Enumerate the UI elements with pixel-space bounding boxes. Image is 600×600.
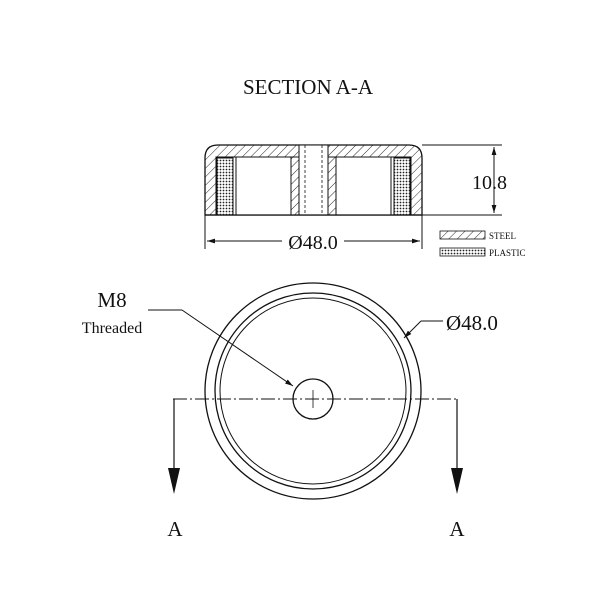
thread-callout: M8 Threaded — [82, 288, 294, 387]
section-view — [204, 144, 423, 216]
plastic-insert-left — [216, 157, 234, 216]
section-marker-left: A — [167, 517, 183, 541]
plastic-swatch — [439, 247, 486, 257]
section-title: SECTION A-A — [243, 75, 374, 99]
section-marker-right: A — [449, 517, 465, 541]
threaded-bore-section — [298, 144, 329, 216]
inner-wall-right — [390, 156, 395, 215]
inner-wall-left — [232, 156, 237, 215]
steel-legend-label: STEEL — [489, 231, 516, 241]
plan-diameter-callout: Ø48.0 — [403, 311, 498, 339]
plastic-insert-right — [393, 157, 411, 216]
thread-size-label: M8 — [97, 288, 126, 312]
plastic-legend-label: PLASTIC — [489, 248, 526, 258]
material-legend: STEEL PLASTIC — [439, 230, 526, 258]
middle-circle — [214, 292, 412, 490]
center-hub-right — [327, 156, 337, 216]
center-hub-left — [290, 156, 300, 216]
steel-swatch — [439, 230, 486, 240]
section-diameter-dimension: Ø48.0 — [204, 215, 423, 254]
height-dimension: 10.8 — [422, 144, 507, 216]
section-cut-line: A A — [167, 398, 465, 541]
outer-circle — [204, 282, 422, 500]
section-arrow-right — [451, 468, 463, 494]
plan-diameter-label: Ø48.0 — [446, 311, 498, 335]
section-diameter-label: Ø48.0 — [288, 232, 337, 254]
inner-circle — [219, 297, 407, 485]
thread-note-label: Threaded — [82, 320, 142, 337]
section-arrow-left — [168, 468, 180, 494]
plan-view — [204, 282, 422, 500]
height-dimension-label: 10.8 — [472, 172, 507, 194]
